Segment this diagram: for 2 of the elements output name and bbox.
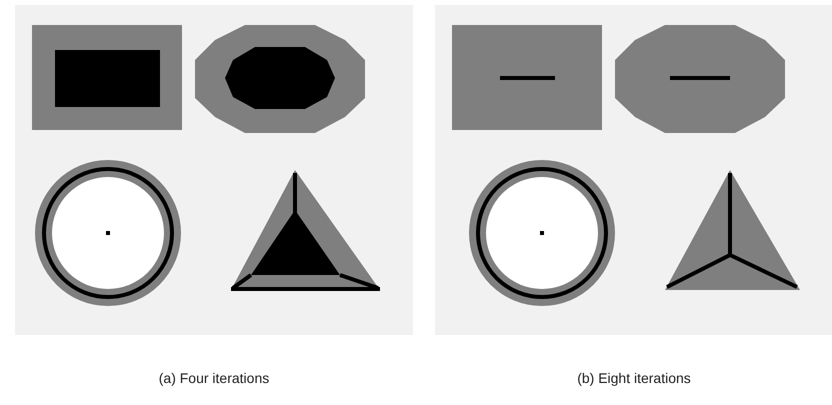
figure-caption: (a) Four iterations bbox=[158, 370, 270, 386]
figure-caption: (b) Eight iterations bbox=[576, 370, 692, 386]
